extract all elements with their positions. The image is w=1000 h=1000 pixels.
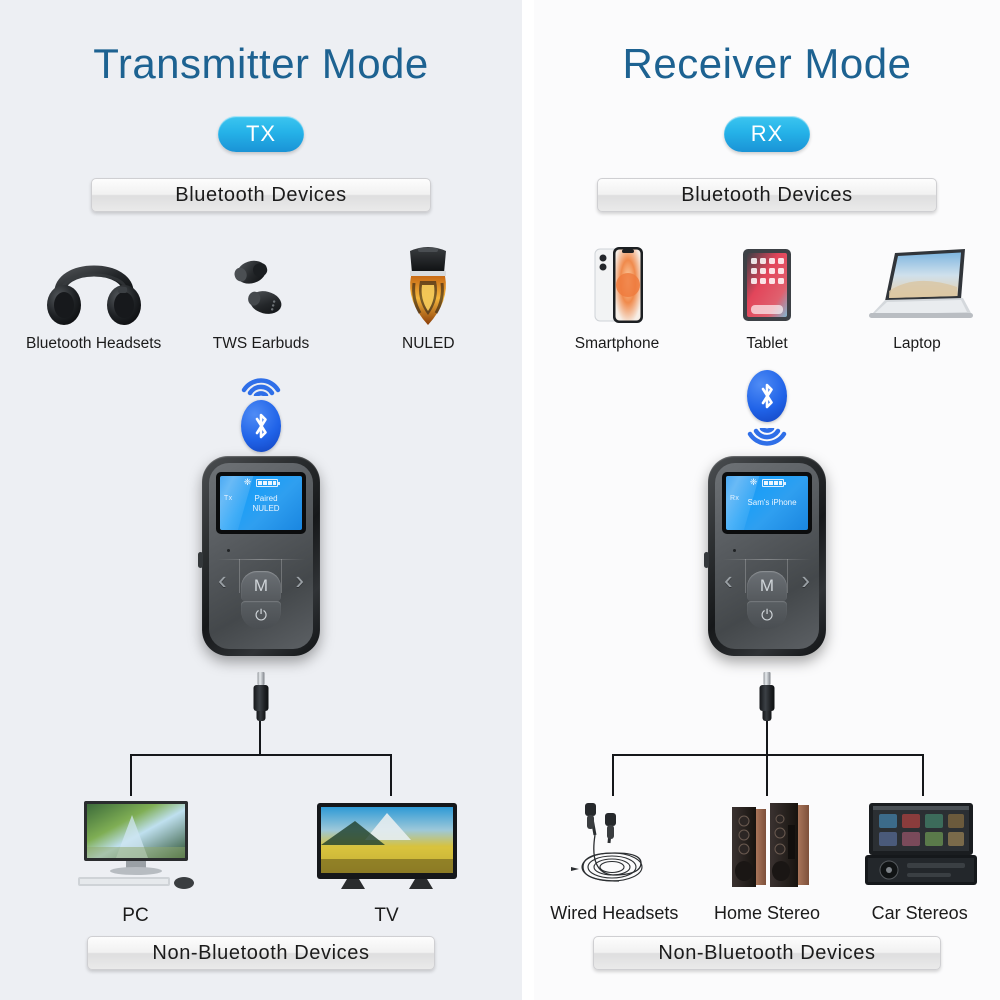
adapter-screen: ❈ Rx Sam's iPhone [726, 476, 808, 530]
car-stereo-icon [855, 795, 985, 895]
prev-button[interactable]: ‹ [724, 565, 733, 595]
desktop-computer-icon [56, 795, 216, 895]
device-label: NULED [402, 335, 455, 352]
earbuds-icon [213, 243, 309, 327]
cable-branch-car-stereos [922, 754, 924, 796]
button-area-divider [723, 559, 811, 560]
screen-mode-label: Tx [224, 495, 233, 502]
cable-branch-home-stereo [766, 754, 768, 796]
wireless-waves-icon [747, 428, 787, 446]
battery-full-icon [762, 478, 787, 487]
transmitter-source-device-row: Bluetooth Headsets [10, 243, 512, 353]
bluetooth-icon: ❈ [749, 477, 758, 487]
button-separator [745, 559, 746, 593]
bluetooth-icon [747, 370, 787, 422]
device-tablet: Tablet [692, 243, 842, 353]
device-smartphone: Smartphone [542, 243, 692, 353]
receiver-adapter-device[interactable]: ❈ Rx Sam's iPhone [704, 456, 826, 656]
receiver-source-device-row: Smartphone [542, 243, 992, 353]
transmitter-title: Transmitter Mode [93, 40, 429, 87]
screen-status-line-1: Sam's iPhone [747, 498, 797, 507]
transmitter-output-device-row: PC [10, 795, 512, 927]
transmitter-adapter-device[interactable]: ❈ Tx Paired NULED [198, 456, 320, 656]
device-pc: PC [10, 795, 261, 927]
television-icon [307, 795, 467, 895]
power-button[interactable]: ⏻ [241, 601, 281, 629]
cable-branch-wired-headsets [612, 754, 614, 796]
device-label: Home Stereo [713, 903, 821, 923]
next-button[interactable]: › [295, 565, 304, 595]
transmitter-panel: Transmitter Mode TX Bluetooth Devices [0, 0, 522, 1000]
device-laptop: Laptop [842, 243, 992, 353]
receiver-non-bluetooth-devices-bar: Non-Bluetooth Devices [593, 936, 941, 970]
device-label: Smartphone [574, 335, 660, 352]
screen-status-line-1: Paired [254, 494, 278, 503]
transmitter-non-bluetooth-devices-bar: Non-Bluetooth Devices [87, 936, 435, 970]
cable-bus [130, 754, 392, 756]
screen-status-line-2: NULED [252, 503, 280, 513]
receiver-bluetooth-devices-bar: Bluetooth Devices [597, 178, 937, 212]
adapter-side-button[interactable] [704, 552, 709, 568]
audio-jack-plug-icon [253, 672, 269, 721]
transmitter-bluetooth-devices-bar: Bluetooth Devices [91, 178, 431, 212]
screen-mode-label: Rx [730, 495, 740, 502]
next-button[interactable]: › [801, 565, 810, 595]
mode-button[interactable]: M [241, 571, 281, 601]
adapter-screen-bezel: ❈ Rx Sam's iPhone [722, 472, 812, 534]
adapter-side-button[interactable] [198, 552, 203, 568]
cable-bus [612, 754, 924, 756]
cable-wire [259, 721, 261, 755]
device-label: TV [374, 905, 399, 926]
device-headphones: Bluetooth Headsets [10, 243, 177, 353]
audio-jack-plug-icon [759, 672, 775, 721]
device-tv: TV [261, 795, 512, 927]
cable-branch-tv [390, 754, 392, 796]
flame-speaker-icon [398, 243, 458, 327]
device-nuled-speaker: NULED [345, 243, 512, 353]
transmitter-bluetooth-link [239, 372, 283, 452]
device-home-stereo: Home Stereo [691, 795, 844, 924]
device-label: TWS Earbuds [212, 335, 310, 352]
wired-earphones-icon [549, 795, 679, 895]
button-separator [239, 559, 240, 593]
microphone-hole-icon [733, 549, 736, 552]
device-car-stereos: Car Stereos [843, 795, 996, 924]
adapter-screen: ❈ Tx Paired NULED [220, 476, 302, 530]
transmitter-mode-pill[interactable]: TX [218, 116, 304, 152]
button-separator [281, 559, 282, 593]
receiver-output-device-row: Wired Headsets [538, 795, 996, 924]
receiver-bluetooth-link [745, 370, 789, 452]
laptop-icon [861, 243, 973, 327]
tower-speakers-icon [712, 795, 822, 895]
device-label: Car Stereos [871, 903, 968, 923]
device-label: Bluetooth Headsets [26, 335, 162, 352]
device-label: Tablet [746, 335, 788, 352]
device-label: Laptop [893, 335, 941, 352]
receiver-panel: Receiver Mode RX Bluetooth Devices [534, 0, 1000, 1000]
device-earbuds: TWS Earbuds [177, 243, 344, 353]
device-wired-headsets: Wired Headsets [538, 795, 691, 924]
receiver-mode-pill[interactable]: RX [724, 116, 810, 152]
wireless-waves-icon [241, 378, 281, 396]
mode-button[interactable]: M [747, 571, 787, 601]
bluetooth-icon [241, 400, 281, 452]
battery-full-icon [256, 478, 281, 487]
button-area-divider [217, 559, 305, 560]
microphone-hole-icon [227, 549, 230, 552]
prev-button[interactable]: ‹ [218, 565, 227, 595]
cable-wire [766, 721, 768, 755]
adapter-screen-bezel: ❈ Tx Paired NULED [216, 472, 306, 534]
cable-branch-pc [130, 754, 132, 796]
headphones-icon [46, 243, 142, 327]
bluetooth-icon: ❈ [243, 477, 252, 487]
button-separator [787, 559, 788, 593]
panel-divider [522, 0, 534, 1000]
receiver-title: Receiver Mode [622, 40, 912, 87]
tablet-icon [727, 243, 807, 327]
device-label: PC [122, 905, 149, 926]
power-button[interactable]: ⏻ [747, 601, 787, 629]
smartphone-icon [577, 243, 657, 327]
device-label: Wired Headsets [550, 903, 679, 923]
